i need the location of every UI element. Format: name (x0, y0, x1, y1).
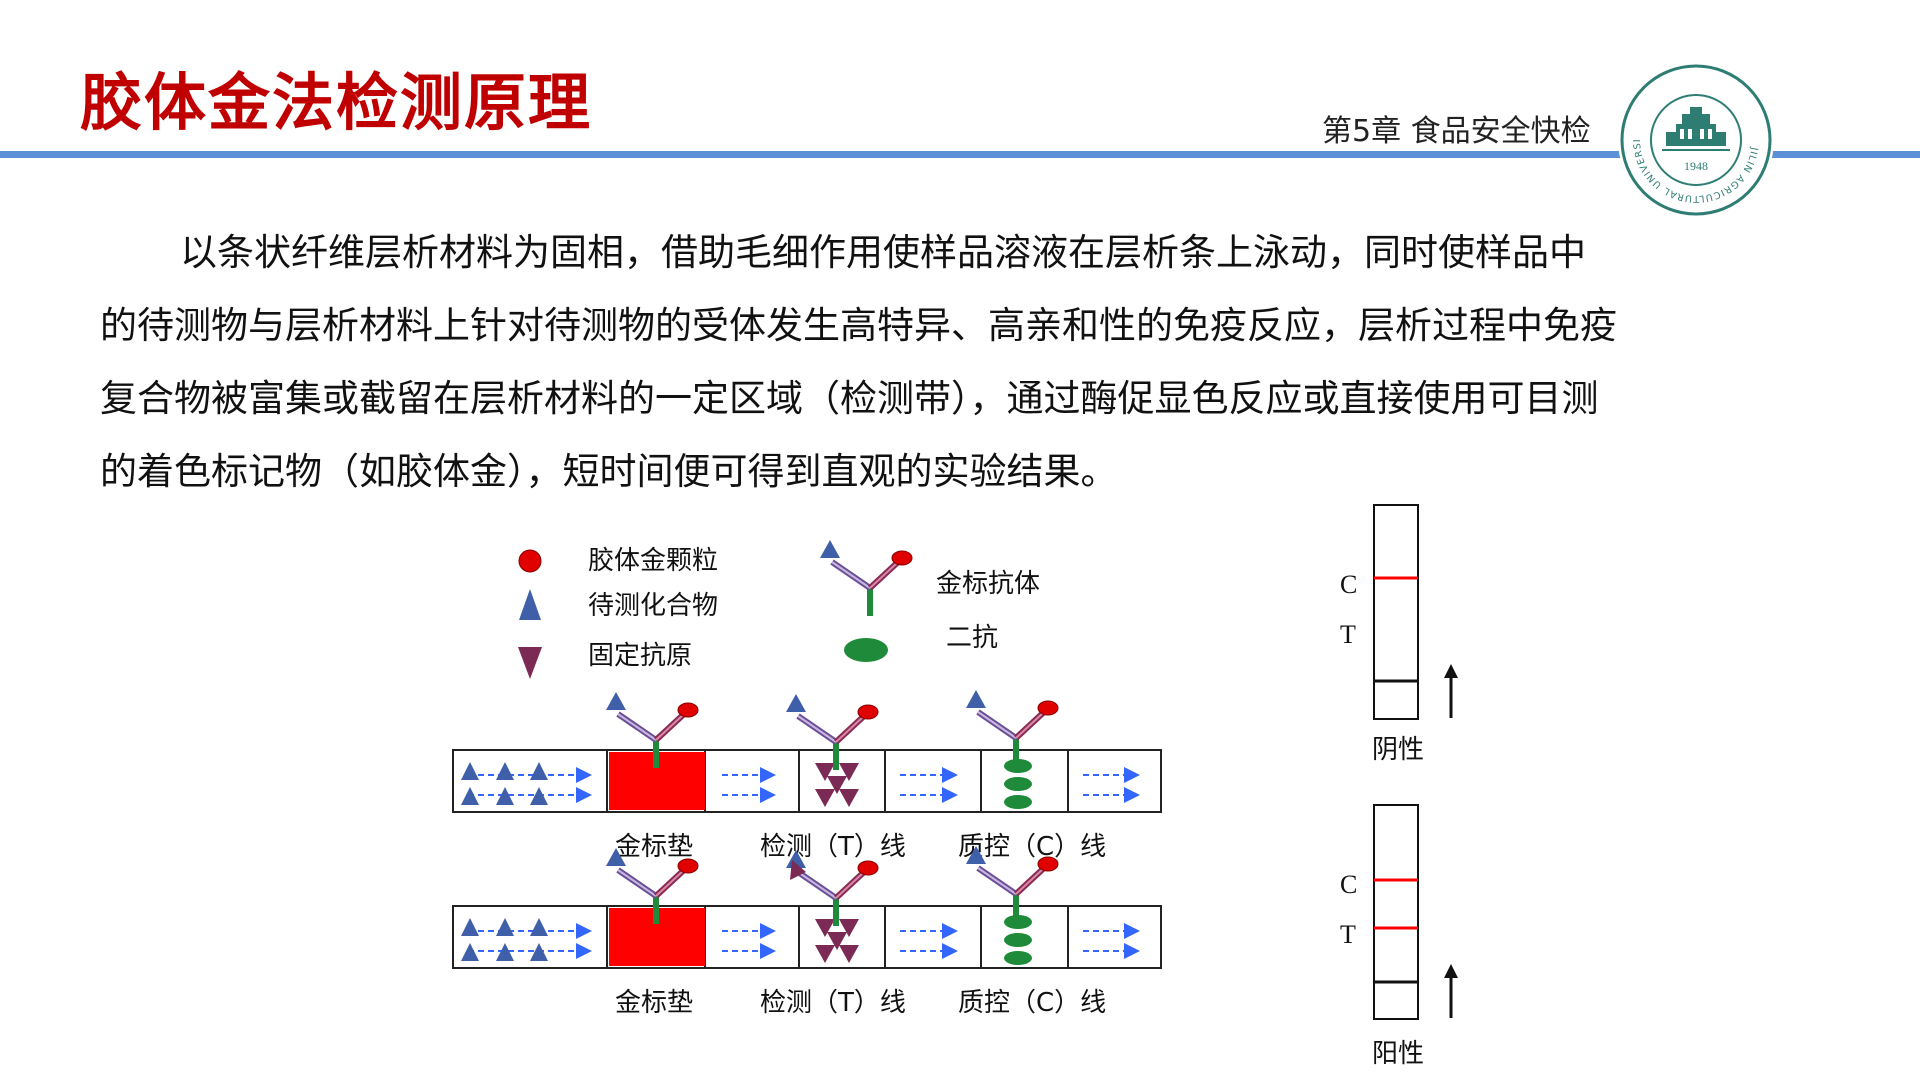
t-label-positive: T (1340, 920, 1356, 949)
legend-fixed-antigen: 固定抗原 (588, 641, 692, 671)
label-test-line-2: 检测（T）线 (760, 988, 906, 1018)
result-strip-negative (1374, 505, 1458, 719)
secondary-antibody-icon (844, 638, 888, 662)
result-negative-label: 阴性 (1372, 735, 1424, 765)
c-label-negative: C (1340, 570, 1357, 599)
legend-analyte: 待测化合物 (588, 591, 718, 621)
result-positive-label: 阳性 (1372, 1039, 1424, 1069)
result-strip-positive (1374, 805, 1458, 1019)
strip-negative (453, 690, 1161, 812)
label-control-line-2: 质控（C）线 (958, 988, 1106, 1018)
c-label-positive: C (1340, 870, 1357, 899)
legend-secondary-antibody: 二抗 (946, 623, 998, 653)
gold-particle-icon (519, 550, 541, 572)
fixed-antigen-triangle-icon (518, 647, 542, 679)
strip-positive (453, 846, 1161, 968)
label-gold-pad-1: 金标垫 (615, 832, 693, 862)
label-gold-pad-2: 金标垫 (615, 988, 693, 1018)
t-label-negative: T (1340, 620, 1356, 649)
analyte-triangle-icon (519, 589, 541, 620)
legend-gold-antibody: 金标抗体 (936, 569, 1040, 599)
legend-gold-particle: 胶体金颗粒 (588, 546, 718, 576)
gold-antibody-icon (820, 540, 912, 616)
label-test-line-1: 检测（T）线 (760, 832, 906, 862)
